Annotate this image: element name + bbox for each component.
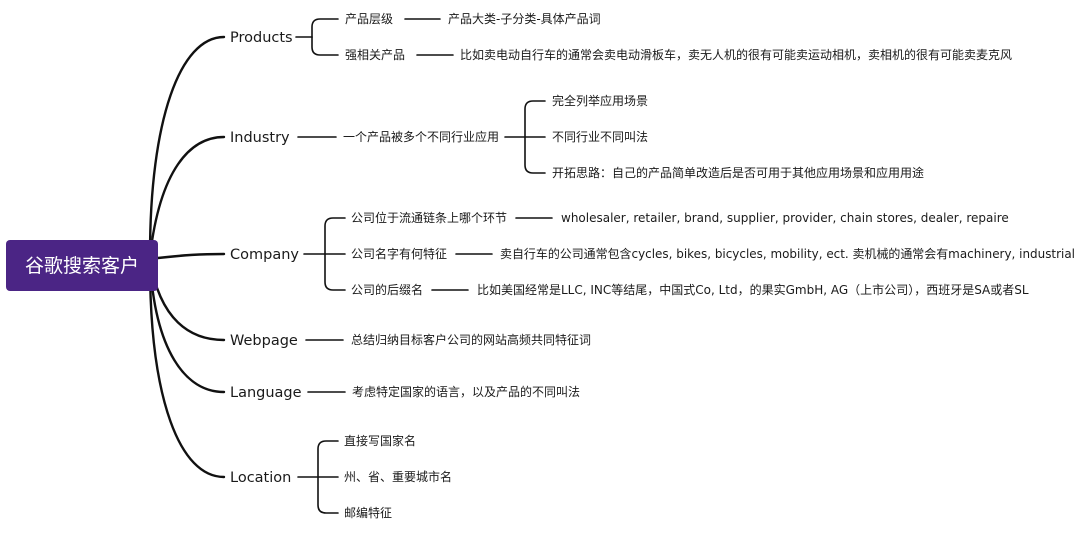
root-node[interactable]: 谷歌搜索客户 bbox=[6, 240, 158, 291]
root-node-box bbox=[6, 240, 158, 291]
edge-products-item-2 bbox=[311, 36, 339, 56]
branch-label-location: Location bbox=[230, 470, 291, 486]
branch-label-webpage: Webpage bbox=[230, 333, 298, 349]
industry-item-label-1: 一个产品被多个不同行业应用 bbox=[343, 129, 499, 144]
company-item-label-2: 公司名字有何特征 bbox=[351, 246, 447, 261]
products-item-detail-1: 产品大类-子分类-具体产品词 bbox=[448, 12, 601, 26]
company-item-label-3: 公司的后缀名 bbox=[351, 282, 423, 297]
edge-location-item-3 bbox=[317, 476, 339, 514]
branch-company[interactable]: Company 公司位于流通链条上哪个环节 wholesaler, retail… bbox=[230, 210, 1075, 297]
edge-company-item-1 bbox=[324, 217, 346, 255]
company-item-detail-3: 比如美国经常是LLC, INC等结尾，中国式Co, Ltd，的果实GmbH, A… bbox=[477, 282, 1029, 297]
products-item-label-2: 强相关产品 bbox=[345, 48, 405, 62]
edge-root-products bbox=[148, 35, 226, 257]
products-item-detail-2: 比如卖电动自行车的通常会卖电动滑板车，卖无人机的很有可能卖运动相机，卖相机的很有… bbox=[460, 47, 1012, 62]
branch-label-language: Language bbox=[230, 385, 302, 401]
root-edges bbox=[148, 35, 226, 479]
company-item-detail-1: wholesaler, retailer, brand, supplier, p… bbox=[561, 211, 1009, 225]
branch-label-company: Company bbox=[230, 247, 299, 263]
edge-industry-sub-3 bbox=[524, 136, 546, 174]
edge-products-item-1 bbox=[311, 18, 339, 38]
edge-root-company bbox=[156, 252, 226, 260]
branch-industry[interactable]: Industry 一个产品被多个不同行业应用 完全列举应用场景 不同行业不同叫法… bbox=[230, 93, 924, 180]
products-item-label-1: 产品层级 bbox=[345, 12, 393, 26]
industry-subitem-2: 不同行业不同叫法 bbox=[552, 130, 648, 144]
webpage-item-label-1: 总结归纳目标客户公司的网站高频共同特征词 bbox=[351, 332, 591, 347]
branch-language[interactable]: Language 考虑特定国家的语言，以及产品的不同叫法 bbox=[230, 384, 580, 401]
edge-root-language bbox=[148, 260, 226, 394]
location-item-label-2: 州、省、重要城市名 bbox=[344, 469, 452, 484]
industry-subitem-1: 完全列举应用场景 bbox=[552, 93, 648, 108]
edge-company-item-3 bbox=[324, 253, 346, 291]
root-node-label: 谷歌搜索客户 bbox=[25, 255, 139, 277]
edge-root-location bbox=[148, 262, 226, 479]
branch-label-industry: Industry bbox=[230, 130, 290, 146]
branch-webpage[interactable]: Webpage 总结归纳目标客户公司的网站高频共同特征词 bbox=[230, 332, 591, 349]
branch-label-products: Products bbox=[230, 30, 293, 46]
edge-industry-sub-1 bbox=[524, 100, 546, 138]
language-item-label-1: 考虑特定国家的语言，以及产品的不同叫法 bbox=[352, 384, 580, 399]
industry-subitem-3: 开拓思路：自己的产品简单改造后是否可用于其他应用场景和应用用途 bbox=[552, 165, 924, 180]
company-item-label-1: 公司位于流通链条上哪个环节 bbox=[351, 210, 507, 225]
edge-root-industry bbox=[148, 135, 226, 258]
branch-location[interactable]: Location 直接写国家名 州、省、重要城市名 邮编特征 bbox=[230, 433, 452, 520]
company-item-detail-2: 卖自行车的公司通常包含cycles, bikes, bicycles, mobi… bbox=[500, 246, 1075, 261]
edge-location-item-1 bbox=[317, 440, 339, 478]
location-item-label-3: 邮编特征 bbox=[344, 505, 392, 520]
branch-products[interactable]: Products 产品层级 产品大类-子分类-具体产品词 强相关产品 比如卖电动… bbox=[230, 12, 1012, 62]
location-item-label-1: 直接写国家名 bbox=[344, 433, 416, 448]
